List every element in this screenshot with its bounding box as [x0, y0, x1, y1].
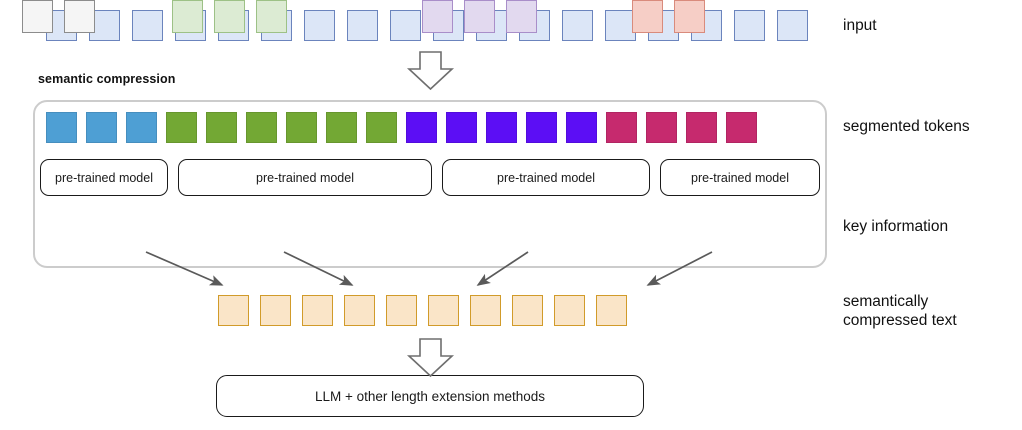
pretrained-model-box-2[interactable]: pre-trained model: [178, 159, 432, 196]
segmented-token-cell: [46, 112, 77, 143]
compressed-token-cell: [344, 295, 375, 326]
segmented-token-cell: [726, 112, 757, 143]
pretrained-model-label: pre-trained model: [691, 170, 789, 185]
input-token-cell: [304, 10, 335, 41]
pretrained-model-label: pre-trained model: [497, 170, 595, 185]
key-information-cell: [172, 0, 203, 33]
key-information-cell: [256, 0, 287, 33]
input-token-cell: [390, 10, 421, 41]
key-information-cell: [422, 0, 453, 33]
segmented-token-cell: [686, 112, 717, 143]
semantic-compression-label: semantic compression: [38, 72, 176, 86]
compressed-token-cell: [386, 295, 417, 326]
segmented-token-cell: [486, 112, 517, 143]
input-token-cell: [347, 10, 378, 41]
segmented-token-cell: [406, 112, 437, 143]
segmented-token-cell: [646, 112, 677, 143]
pretrained-model-box-4[interactable]: pre-trained model: [660, 159, 820, 196]
compressed-token-cell: [218, 295, 249, 326]
input-token-cell: [132, 10, 163, 41]
key-information-cell: [464, 0, 495, 33]
label-segmented-tokens: segmented tokens: [843, 118, 970, 135]
key-information-cell: [22, 0, 53, 33]
segmented-token-cell: [606, 112, 637, 143]
llm-extension-label: LLM + other length extension methods: [314, 388, 546, 404]
pretrained-model-box-1[interactable]: pre-trained model: [40, 159, 168, 196]
compressed-token-cell: [512, 295, 543, 326]
segmented-token-cell: [86, 112, 117, 143]
key-information-cell: [214, 0, 245, 33]
compressed-token-cell: [470, 295, 501, 326]
compressed-token-cell: [428, 295, 459, 326]
pretrained-model-label: pre-trained model: [256, 170, 354, 185]
compressed-token-cell: [302, 295, 333, 326]
key-information-cell: [64, 0, 95, 33]
segmented-token-cell: [326, 112, 357, 143]
key-information-cell: [506, 0, 537, 33]
label-key-information: key information: [843, 218, 949, 235]
input-token-cell: [734, 10, 765, 41]
segmented-token-cell: [566, 112, 597, 143]
segmented-token-cell: [206, 112, 237, 143]
key-information-cell: [674, 0, 705, 33]
segmented-token-cell: [446, 112, 477, 143]
pretrained-model-label: pre-trained model: [55, 170, 153, 185]
llm-extension-box[interactable]: LLM + other length extension methods: [216, 375, 644, 417]
input-token-cell: [777, 10, 808, 41]
key-information-cell: [632, 0, 663, 33]
key-information-row: [0, 0, 760, 36]
compressed-token-cell: [554, 295, 585, 326]
pretrained-model-box-3[interactable]: pre-trained model: [442, 159, 650, 196]
input-token-cell: [562, 10, 593, 41]
segmented-token-cell: [246, 112, 277, 143]
segmented-token-cell: [366, 112, 397, 143]
segmented-token-cell: [526, 112, 557, 143]
segmented-token-cell: [286, 112, 317, 143]
compressed-token-cell: [596, 295, 627, 326]
compressed-token-cell: [260, 295, 291, 326]
compressed-token-row: [218, 295, 627, 326]
label-input: input: [843, 17, 877, 34]
segmented-token-cell: [166, 112, 197, 143]
block-arrow-down-bottom: [406, 338, 455, 378]
segmented-token-row: [46, 112, 757, 143]
block-arrow-down-top: [406, 51, 455, 91]
segmented-token-cell: [126, 112, 157, 143]
label-semantically-compressed-text: semantically compressed text: [843, 293, 957, 329]
semantic-compression-container: [33, 100, 827, 268]
